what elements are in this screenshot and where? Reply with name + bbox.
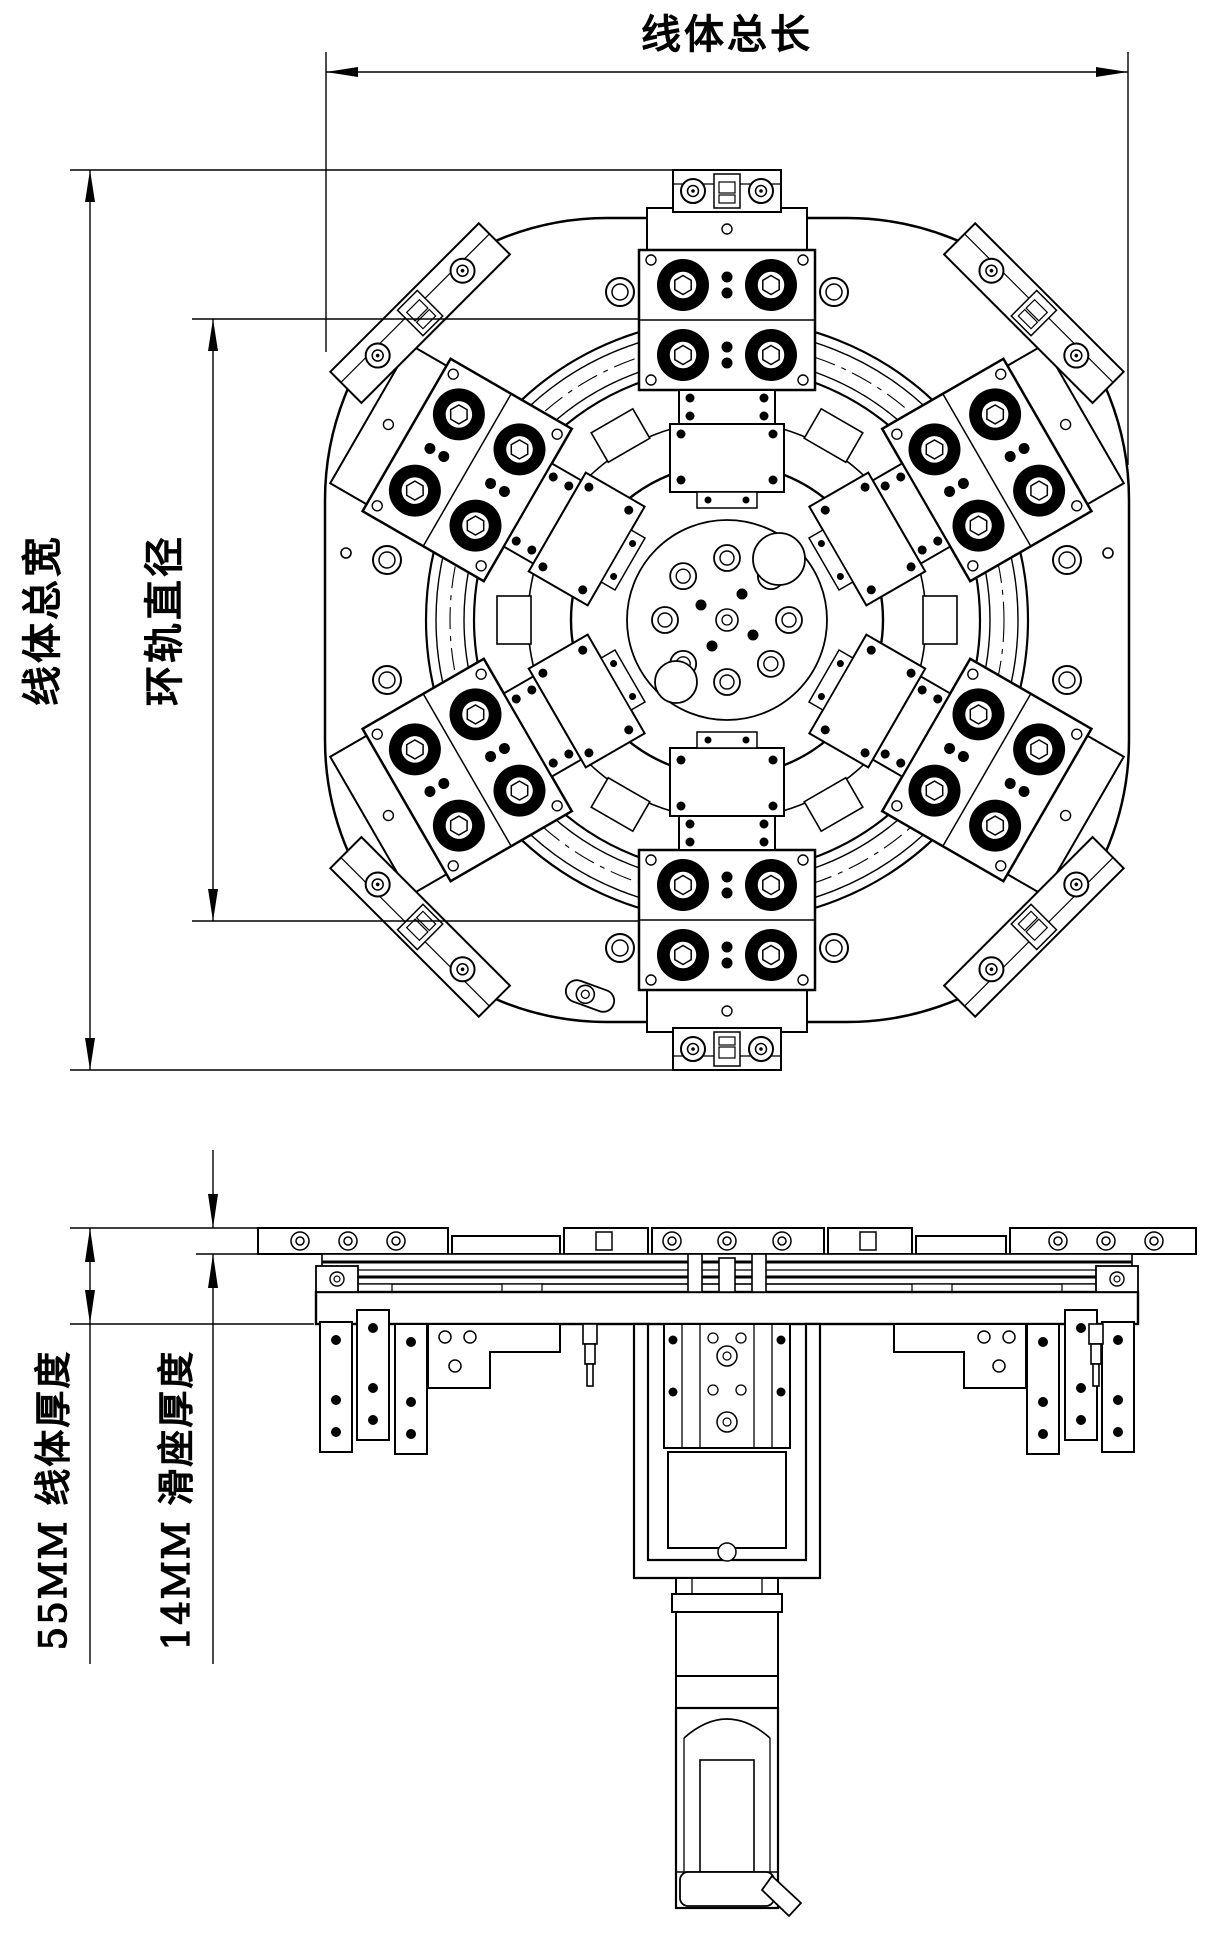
dim-total-width: 线体总宽 (19, 169, 672, 1071)
dim-total-length: 线体总长 (325, 11, 1129, 465)
dim-line-thickness: 55MM 线体厚度 (31, 1227, 314, 1664)
slide-seat-row (257, 1227, 1197, 1255)
dim-total-width-label: 线体总宽 (20, 534, 66, 706)
bracket (673, 1028, 781, 1070)
sensor-pill (564, 979, 616, 1013)
dim-ring-diameter-label: 环轨直径 (142, 534, 188, 706)
side-view (257, 1227, 1197, 1918)
left-leg (319, 1309, 561, 1455)
dim-slide-thickness-label: 14MM 滑座厚度 (155, 1350, 198, 1651)
base-plate-side (314, 1265, 1140, 1326)
dim-line-thickness-label: 55MM 线体厚度 (32, 1350, 75, 1651)
motor (671, 1577, 803, 1918)
dim-slide-thickness: 14MM 滑座厚度 (154, 1150, 322, 1664)
dim-total-length-label: 线体总长 (641, 12, 813, 58)
dim-ring-diameter: 环轨直径 (141, 318, 640, 922)
bracket (673, 170, 781, 212)
motor-connector (760, 1874, 803, 1918)
dimension-annotations: 线体总长 线体总宽 环轨直径 55MM 线体厚度 (19, 11, 1129, 1664)
pin-hole-small (654, 660, 698, 704)
pin-hole-large (752, 532, 806, 586)
dowel-pin-left (582, 1323, 598, 1387)
right-leg (893, 1309, 1135, 1455)
top-view (323, 170, 1131, 1070)
center-platform (569, 462, 885, 778)
center-column (632, 1253, 822, 1580)
dowel-pin-right (1088, 1323, 1104, 1387)
